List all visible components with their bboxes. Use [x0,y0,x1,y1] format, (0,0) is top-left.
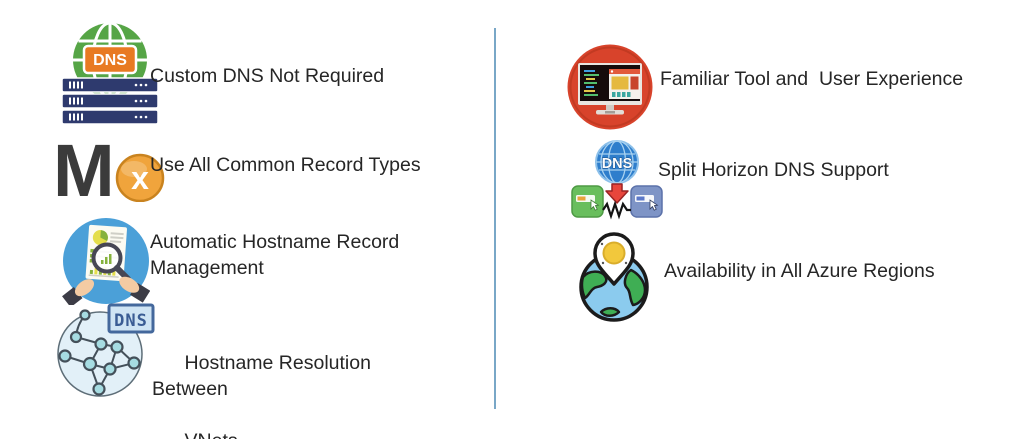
split-dns-globe-text: DNS [602,156,633,172]
split-horizon-dns-icon: DNS [571,140,663,220]
feature-label-familiar-tools: Familiar Tool and User Experience [660,68,964,90]
feature-label-vnet-resolution: Hostname Resolution Between VNets [152,324,442,439]
dns-badge-text: DNS [93,52,127,69]
dns-sign-text: DNS [114,311,148,331]
mx-letter-m: M [56,140,115,202]
feature-label-hostname-management: Automatic Hostname Record Management [150,231,405,279]
feature-label-record-types: Use All Common Record Types [150,154,421,176]
column-divider [494,28,496,409]
globe-location-pin-icon [575,226,655,322]
dns-network-icon: DNS [55,303,155,398]
hostname-report-magnifier-icon [62,217,150,305]
mx-letter-x: x [131,160,149,196]
feature-label-split-horizon: Split Horizon DNS Support [658,159,889,181]
mx-record-icon: M x [56,140,168,202]
feature-label-custom-dns: Custom DNS Not Required [150,65,385,87]
vnet-label-underlined: VNets [185,430,238,439]
dns-globe-servers-icon: DNS [60,22,160,124]
code-monitor-icon [567,44,653,130]
vnet-label-line1: Hostname Resolution Between [152,352,377,400]
feature-label-azure-regions: Availability in All Azure Regions [664,260,935,282]
